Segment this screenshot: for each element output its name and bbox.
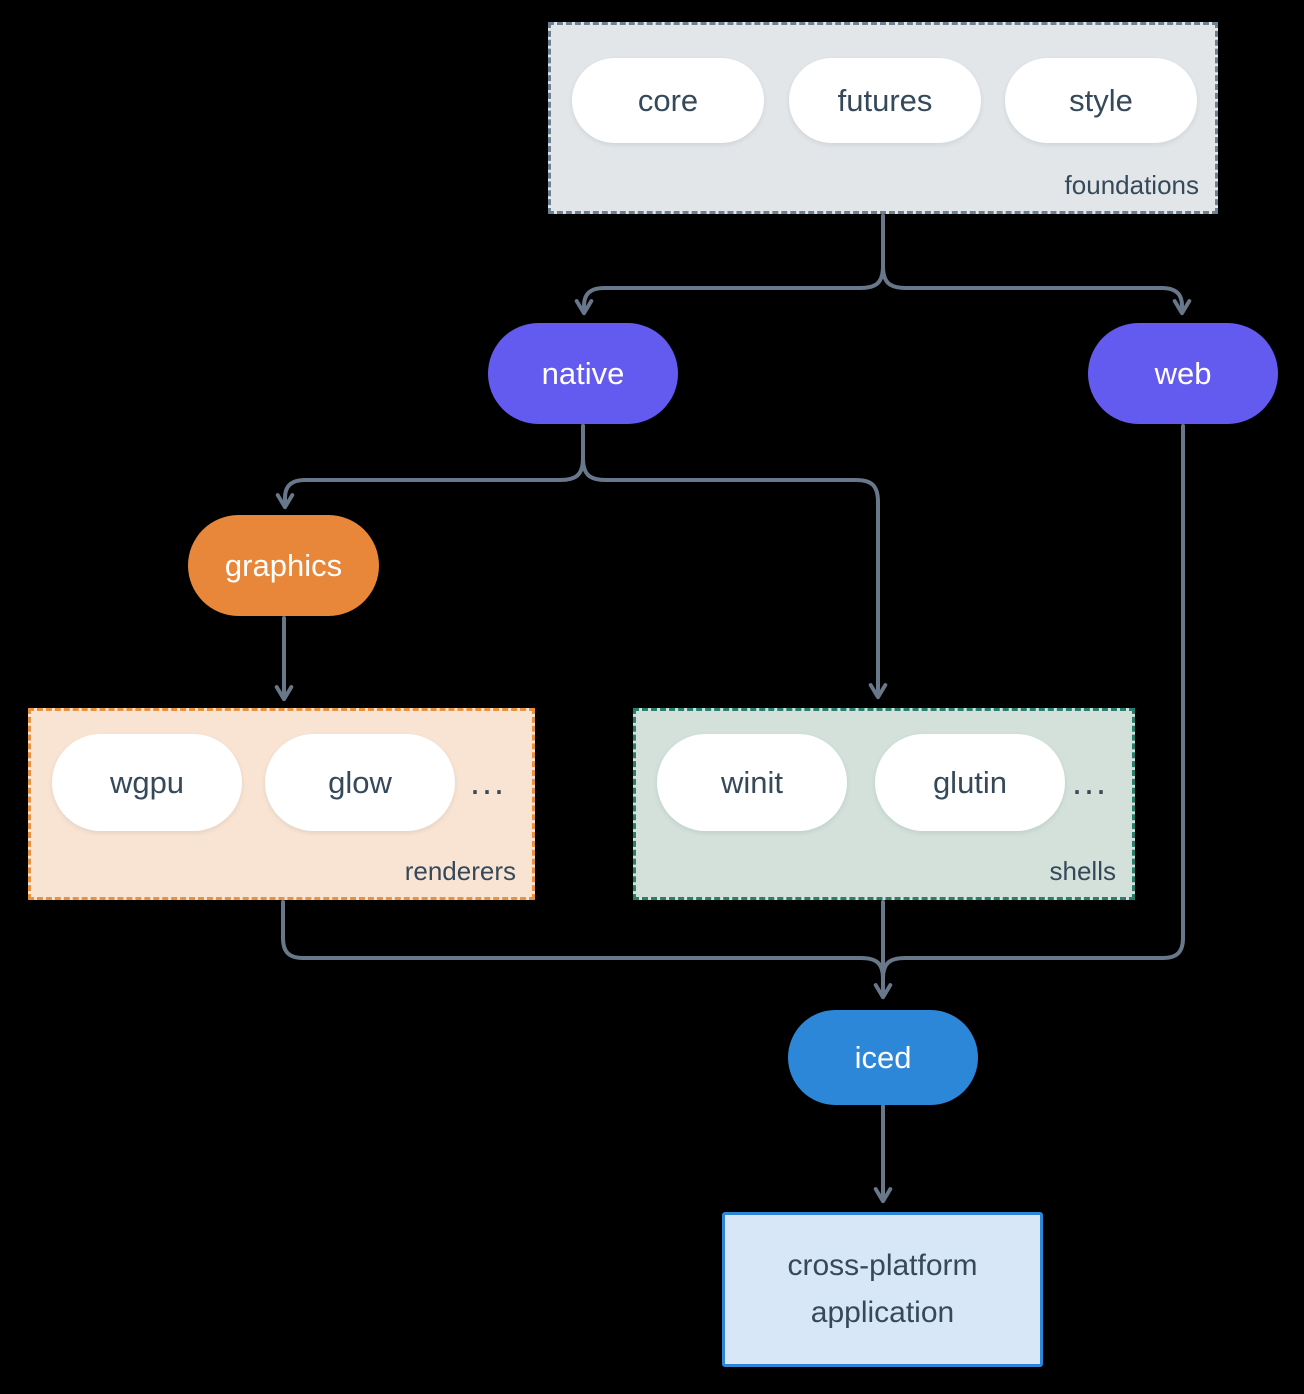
pill-futures: futures [789,58,981,143]
arrow-foundations-to-native [574,214,885,316]
arrow-native-to-graphics [275,424,585,510]
renderers-group-label: renderers [404,856,516,886]
renderers-ellipsis: ... [469,761,506,802]
pill-wgpu: wgpu [52,734,242,831]
pill-winit: winit [657,734,847,831]
node-web: web [1088,323,1278,424]
pill-glow: glow [265,734,455,831]
renderers-group: wgpu glow ... renderers [28,708,535,900]
foundations-group-label: foundations [1064,170,1199,200]
arrow-foundations-to-web [881,214,1192,316]
node-cross-platform-application: cross-platform application [722,1212,1043,1367]
shells-group: winit glutin ... shells [633,708,1135,900]
arrow-native-to-shells [581,424,888,700]
node-graphics: graphics [188,515,379,616]
pill-style: style [1005,58,1197,143]
arrow-web-to-merge [881,424,1185,980]
node-iced: iced [788,1010,978,1105]
pill-glutin: glutin [875,734,1065,831]
shells-group-label: shells [1049,856,1116,886]
pill-core: core [572,58,764,143]
node-native: native [488,323,678,424]
foundations-group: core futures style foundations [548,22,1218,214]
shells-ellipsis: ... [1071,761,1108,802]
arrow-renderers-to-merge [281,900,885,980]
